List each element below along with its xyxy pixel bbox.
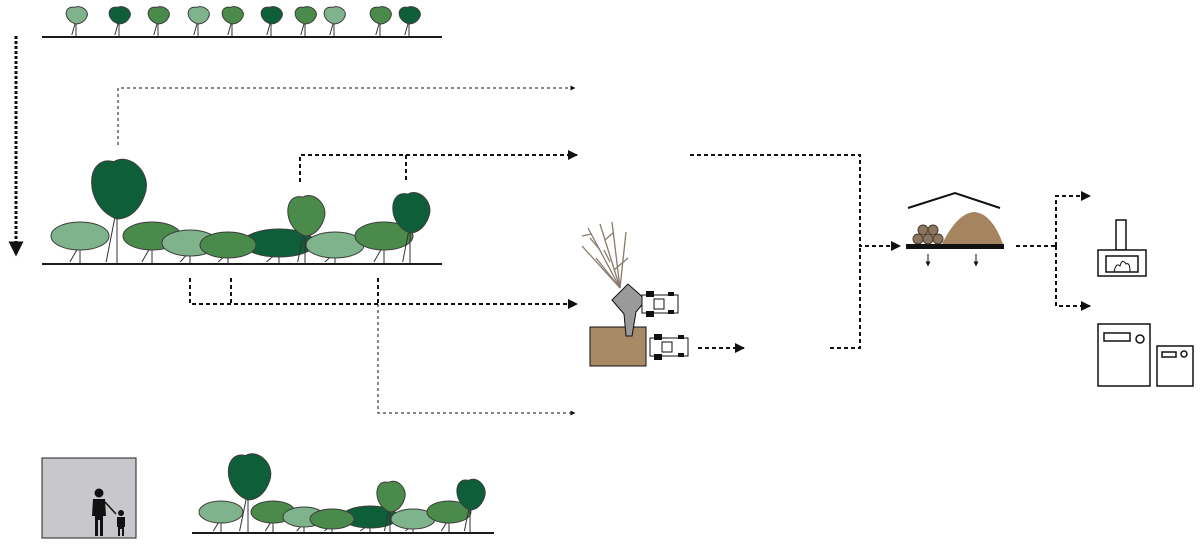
- shed-roof: [907, 191, 1001, 209]
- log-pile-icon: [912, 224, 944, 245]
- storage-shed-icon: [906, 191, 1004, 267]
- tree-icon: [354, 221, 414, 264]
- tree-icon: [309, 508, 355, 533]
- person-with-child-icon: [41, 457, 137, 539]
- tree-icon: [305, 231, 365, 264]
- flow-line-top-to-storage: [690, 154, 901, 251]
- sawdust-pile: [942, 212, 1003, 244]
- chip-container: [589, 326, 647, 367]
- tree-icon: [323, 6, 346, 37]
- tree-icon: [50, 221, 110, 264]
- shed-floor: [906, 244, 1004, 249]
- tree-icon: [242, 228, 316, 264]
- tree-icon: [198, 500, 244, 533]
- tree-icon: [221, 6, 244, 37]
- tree-icon: [376, 480, 406, 533]
- tractor-top-icon: [641, 291, 679, 317]
- tree-icon: [108, 6, 131, 37]
- tree-icon: [341, 505, 399, 533]
- flow-line-to-stove: [1055, 191, 1091, 246]
- chipper-chute: [611, 283, 647, 337]
- tree-icon: [147, 6, 170, 37]
- tree-icon: [227, 453, 272, 533]
- regrown-forest-icon: [198, 453, 486, 533]
- tree-icon: [390, 508, 436, 533]
- tree-icon: [199, 231, 257, 264]
- young-forest-icon: [65, 6, 421, 37]
- flow-line-canopy: [299, 150, 578, 182]
- tree-icon: [294, 6, 317, 37]
- mature-forest-icon: [50, 159, 431, 264]
- flow-line-to-boiler: [1055, 246, 1091, 311]
- tractor-bottom-icon: [649, 334, 689, 360]
- tree-icon: [456, 478, 486, 533]
- tree-icon: [426, 500, 472, 533]
- tree-icon: [91, 159, 147, 264]
- tree-icon: [287, 195, 326, 264]
- tree-icon: [369, 6, 392, 37]
- flow-line-thin-bottom: [377, 304, 576, 416]
- tree-icon: [398, 6, 421, 37]
- wood-chipper-tractor-icon: [581, 221, 689, 367]
- branches-icon: [581, 221, 629, 289]
- flow-line-thin-top: [117, 85, 576, 145]
- boiler-icon: [1097, 323, 1194, 387]
- flow-line-understory: [189, 278, 578, 309]
- flame-icon: [1113, 260, 1131, 273]
- flow-line-chips-to-storage: [830, 246, 861, 349]
- tree-icon: [260, 6, 283, 37]
- tree-icon: [65, 6, 88, 37]
- tree-icon: [187, 6, 210, 37]
- tree-icon: [392, 192, 431, 264]
- stove-icon: [1097, 219, 1147, 277]
